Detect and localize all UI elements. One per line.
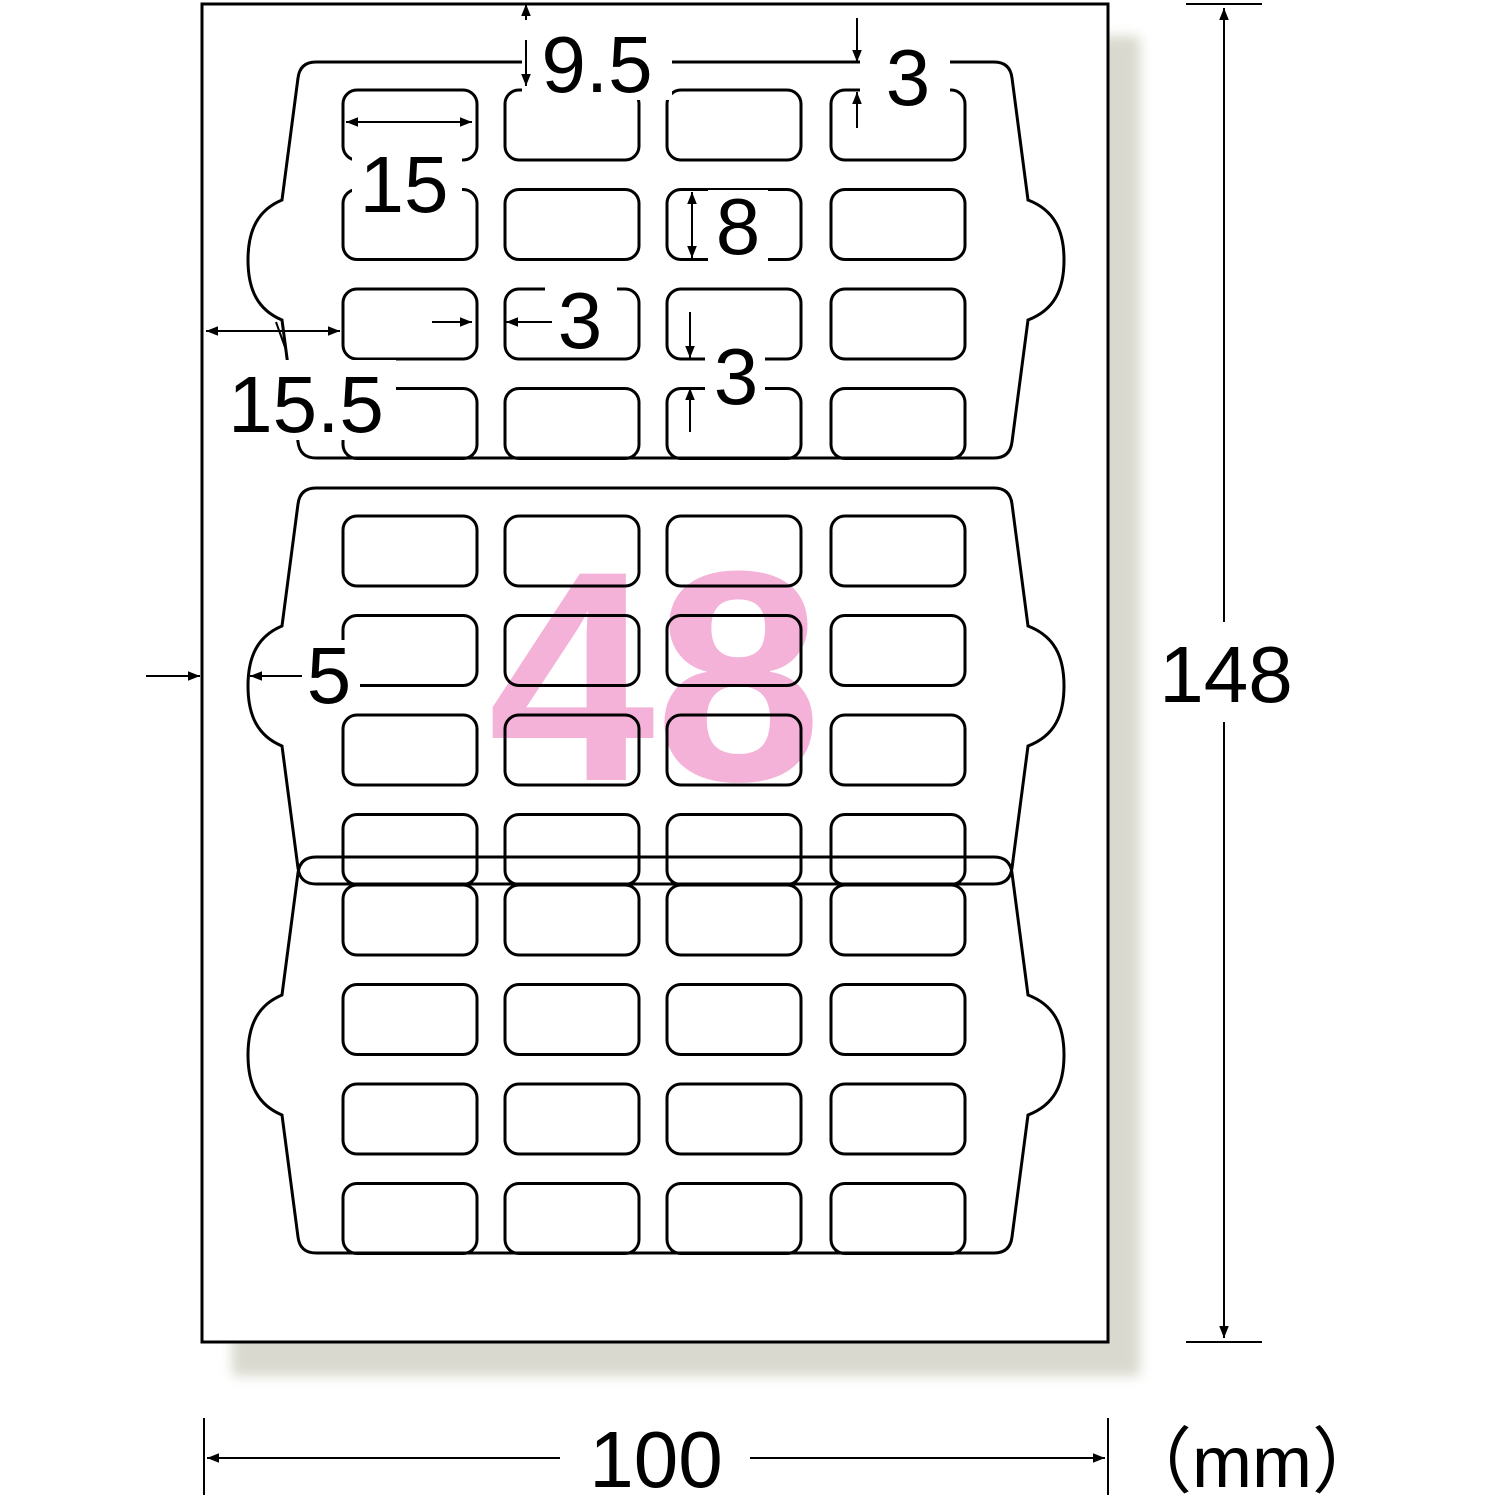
label-cell <box>829 883 967 957</box>
sheet-width-value: 100 <box>589 1415 722 1500</box>
frame-top-gap-value: 3 <box>886 33 931 122</box>
label-cell <box>829 287 967 361</box>
label-cell <box>665 713 803 787</box>
label-cell <box>665 514 803 588</box>
row-gap-value: 3 <box>714 332 759 421</box>
side-offset-value: 5 <box>307 631 352 720</box>
sheet-height-value: 148 <box>1159 630 1292 719</box>
label-cell <box>503 514 641 588</box>
left-margin-dimension: 15.5 <box>206 321 384 449</box>
label-cell <box>341 514 479 588</box>
label-frames <box>246 60 1066 1255</box>
label-cell <box>829 713 967 787</box>
label-cell <box>341 287 479 361</box>
side-offset-dimension: 5 <box>146 631 351 720</box>
label-cell <box>503 1082 641 1156</box>
column-gap-dimension: 3 <box>432 276 602 365</box>
label-cell <box>503 883 641 957</box>
label-cell <box>503 1182 641 1255</box>
label-cell <box>829 983 967 1056</box>
frame-top-gap-dimension: 3 <box>852 18 931 128</box>
label-height-dimension: 8 <box>687 182 761 271</box>
label-cell <box>665 883 803 957</box>
label-cell <box>829 387 967 460</box>
label-cell <box>665 1082 803 1156</box>
label-cell <box>341 1082 479 1156</box>
unit-label: （mm） <box>1120 1423 1384 1500</box>
dimension-text-backdrop <box>352 142 462 222</box>
label-cell <box>341 713 479 787</box>
top-margin-value: 9.5 <box>541 20 652 109</box>
left-margin-value: 15.5 <box>228 360 384 449</box>
dimension-text-backdrop <box>300 640 360 712</box>
label-cell <box>665 88 803 162</box>
height-dimension: 148 <box>1159 3 1293 1343</box>
label-cell <box>665 983 803 1056</box>
label-cell <box>829 1182 967 1255</box>
dimension-text-backdrop <box>708 190 768 262</box>
label-height-value: 8 <box>716 182 761 271</box>
label-cell <box>503 614 641 687</box>
label-cell <box>341 983 479 1056</box>
label-width-value: 15 <box>360 140 449 229</box>
label-cell <box>503 188 641 261</box>
label-cell <box>503 983 641 1056</box>
label-width-dimension: 15 <box>346 117 472 229</box>
dimension-text-backdrop <box>860 58 950 118</box>
column-gap-value: 3 <box>558 276 603 365</box>
dimension-text-backdrop <box>522 20 672 100</box>
row-gap-dimension: 3 <box>685 312 759 432</box>
label-cell <box>503 713 641 787</box>
label-frame <box>246 855 1066 1255</box>
label-cell <box>829 614 967 687</box>
width-dimension: 100 （mm） <box>203 1415 1384 1500</box>
dimension-text-backdrop <box>545 284 617 354</box>
label-cell <box>665 1182 803 1255</box>
label-cell <box>341 1182 479 1255</box>
label-count: 48 <box>488 508 822 844</box>
label-cell <box>829 188 967 261</box>
label-frame <box>246 486 1066 886</box>
label-frame <box>246 60 1066 460</box>
label-cell <box>829 514 967 588</box>
dimension-text-backdrop <box>705 338 765 410</box>
label-cell <box>665 614 803 687</box>
label-cell <box>503 387 641 460</box>
labels <box>220 20 967 1255</box>
top-margin-dimension: 9.5 <box>521 3 653 109</box>
label-cell <box>829 1082 967 1156</box>
label-cell <box>341 883 479 957</box>
dimension-text-backdrop <box>220 360 396 440</box>
